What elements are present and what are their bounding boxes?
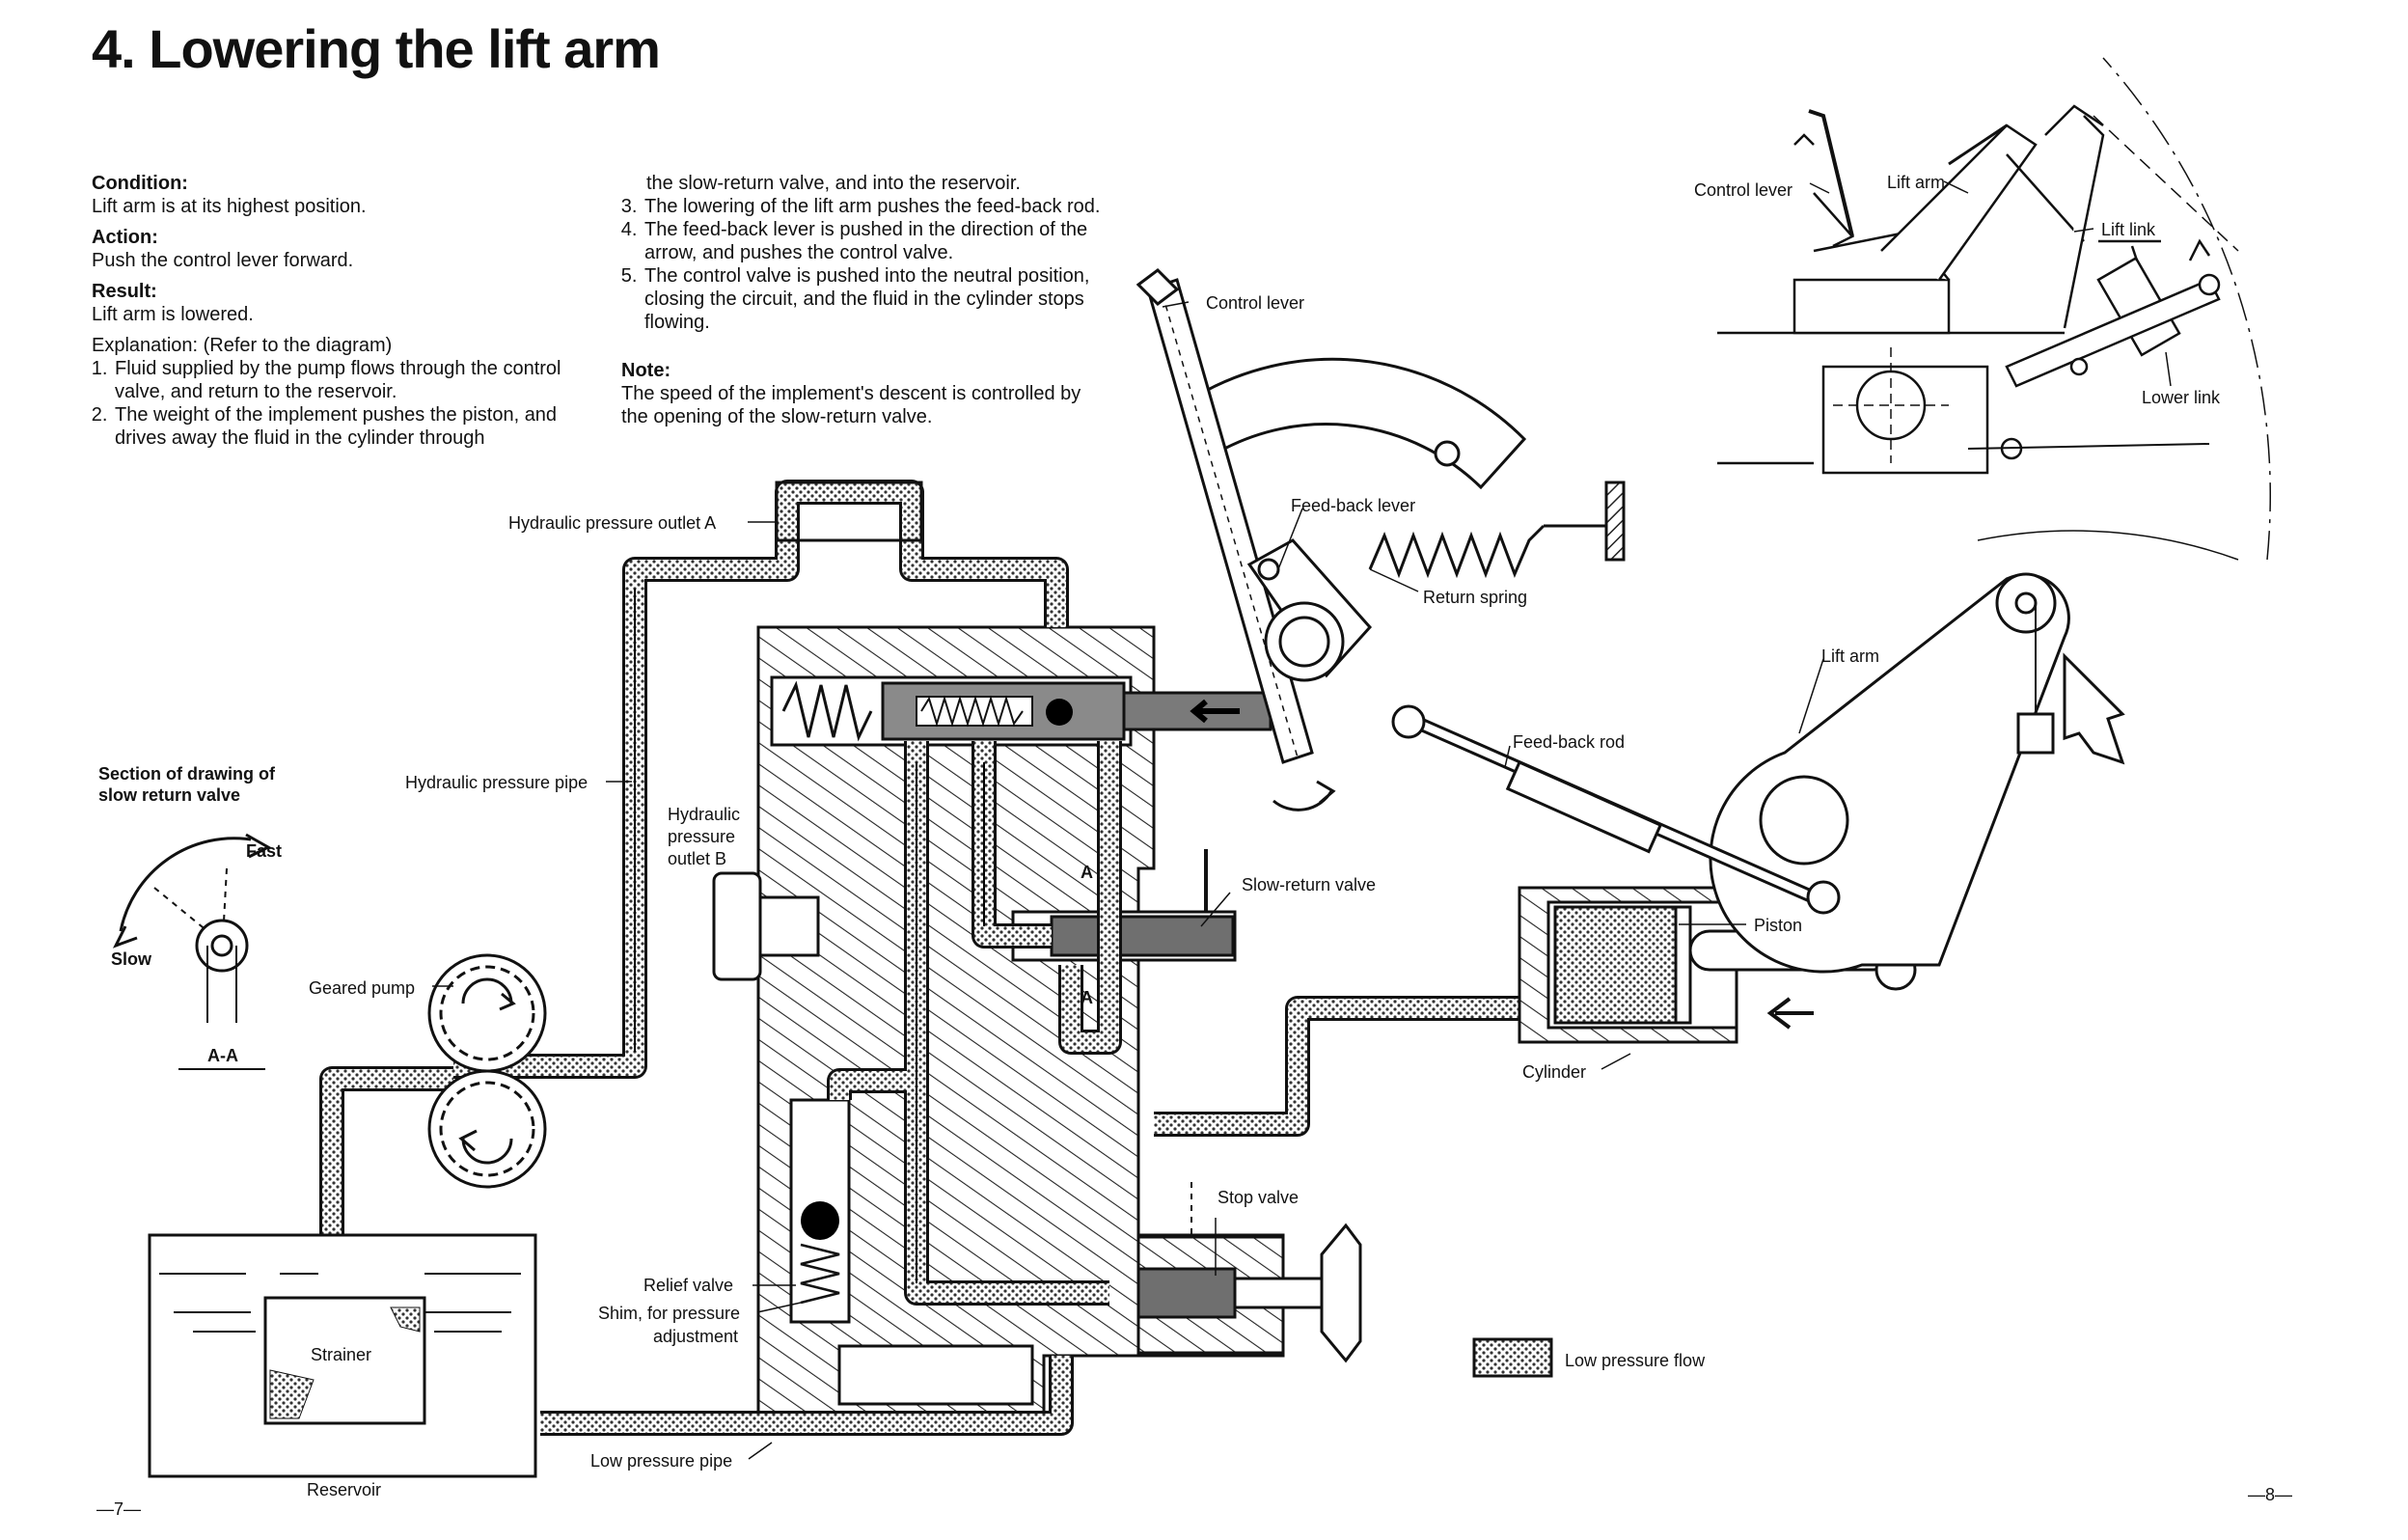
label-slow-return-valve: Slow-return valve: [1242, 875, 1376, 894]
label-lift-arm: Lift arm: [1821, 646, 1879, 666]
steps-list-right: The lowering of the lift arm pushes the …: [621, 195, 1104, 334]
step-3: The lowering of the lift arm pushes the …: [643, 195, 1104, 218]
leader-lines: [432, 180, 2172, 1460]
inset-label-control-lever: Control lever: [1694, 180, 1792, 200]
steps-list-left: Fluid supplied by the pump flows through…: [92, 357, 574, 450]
label-section-1: Section of drawing of: [98, 764, 276, 784]
label-geared-pump: Geared pump: [309, 978, 415, 998]
label-hyd-outlet-b-2: pressure: [668, 827, 735, 846]
condition-heading: Condition:: [92, 173, 188, 194]
label-slow: Slow: [111, 949, 152, 969]
inset-label-lift-arm: Lift arm: [1887, 173, 1945, 192]
step-2: The weight of the implement pushes the p…: [113, 403, 574, 450]
label-shim-1: Shim, for pressure: [598, 1304, 740, 1323]
label-aa: A-A: [207, 1046, 238, 1065]
text-column-left: Condition: Lift arm is at its highest po…: [92, 172, 574, 450]
label-strainer: Strainer: [311, 1345, 371, 1364]
page-number-right: —8—: [2248, 1485, 2292, 1504]
label-a-top: A: [1081, 863, 1093, 882]
lift-arm-linkage: [1391, 572, 2125, 974]
inset-label-lift-link: Lift link: [2101, 220, 2156, 239]
step-4: The feed-back lever is pushed in the dir…: [643, 218, 1104, 264]
label-feed-back-lever: Feed-back lever: [1291, 496, 1415, 515]
step-2-cont: the slow-return valve, and into the rese…: [646, 173, 1021, 194]
stop-valve: [1136, 1182, 1362, 1363]
result-heading: Result:: [92, 281, 157, 302]
note-heading: Note:: [621, 360, 671, 381]
label-feed-back-rod: Feed-back rod: [1513, 732, 1625, 752]
reservoir: [148, 1233, 537, 1478]
label-a-bottom: A: [1081, 988, 1093, 1007]
condition-text: Lift arm is at its highest position.: [92, 196, 367, 217]
legend-swatch: [1472, 1337, 1553, 1378]
geared-pump: [427, 953, 547, 1189]
step-2-continued: the slow-return valve, and into the rese…: [621, 172, 1104, 195]
label-cylinder: Cylinder: [1522, 1062, 1586, 1082]
text-column-right: the slow-return valve, and into the rese…: [621, 172, 1104, 428]
label-stop-valve: Stop valve: [1218, 1188, 1299, 1207]
label-reservoir: Reservoir: [307, 1480, 381, 1499]
label-hyd-outlet-b-1: Hydraulic: [668, 805, 740, 824]
label-low-pressure-pipe: Low pressure pipe: [590, 1451, 732, 1471]
label-relief-valve: Relief valve: [643, 1276, 733, 1295]
step-5: The control valve is pushed into the neu…: [643, 264, 1104, 334]
label-shim-2: adjustment: [653, 1327, 738, 1346]
label-fast: Fast: [246, 841, 282, 861]
label-piston: Piston: [1754, 916, 1802, 935]
outlet-a-block: [775, 481, 923, 542]
flow-channels: [319, 480, 1553, 1436]
label-section-2: slow return valve: [98, 785, 240, 805]
note-text: The speed of the implement's descent is …: [621, 383, 1081, 427]
result-text: Lift arm is lowered.: [92, 304, 254, 325]
label-return-spring: Return spring: [1423, 588, 1527, 607]
page-title: 4. Lowering the lift arm: [92, 18, 661, 79]
explanation-heading: Explanation: (Refer to the diagram): [92, 335, 393, 356]
label-low-pressure-flow: Low pressure flow: [1565, 1351, 1706, 1370]
slow-return-section: [112, 833, 272, 1070]
label-hyd-pipe: Hydraulic pressure pipe: [405, 773, 588, 792]
control-valve-body: [712, 625, 1285, 1435]
label-hyd-outlet-b-3: outlet B: [668, 849, 726, 868]
label-hyd-outlet-a: Hydraulic pressure outlet A: [508, 513, 716, 533]
step-1: Fluid supplied by the pump flows through…: [113, 357, 574, 403]
label-control-lever: Control lever: [1206, 293, 1304, 313]
inset-label-lower-link: Lower link: [2142, 388, 2221, 407]
control-lever-assembly: [1136, 268, 1626, 811]
inset-drawing: [1717, 57, 2272, 561]
page-number-left: —7—: [96, 1499, 141, 1519]
action-text: Push the control lever forward.: [92, 250, 354, 271]
action-heading: Action:: [92, 227, 158, 248]
